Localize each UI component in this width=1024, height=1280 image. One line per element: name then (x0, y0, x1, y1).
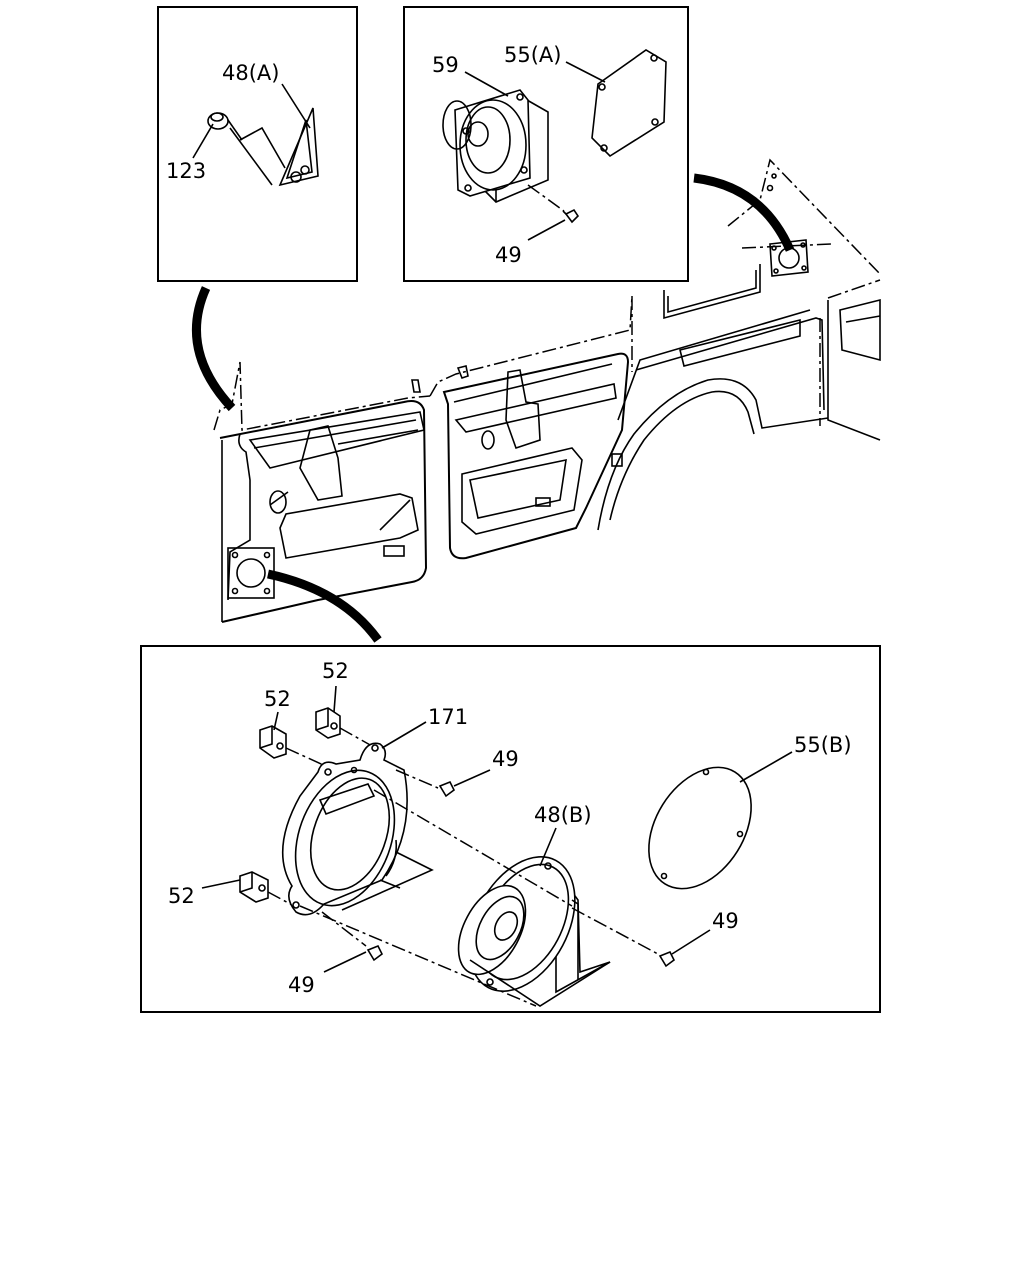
speaker-bracket-171 (281, 742, 434, 916)
screw-49-top (527, 184, 580, 224)
detail-box-tweeter: 48(A) 123 (157, 6, 358, 282)
clip-52-left (259, 725, 331, 769)
connector-arcs (191, 173, 795, 643)
tweeter-bracket (278, 107, 319, 187)
rear-grille-55a (591, 49, 667, 158)
callout-55a: 55(A) (504, 43, 561, 67)
tweeter-unit (207, 112, 243, 141)
screw-49-bracket-upper (395, 769, 456, 798)
clip-52-lower (239, 871, 295, 907)
rear-speaker-unit (442, 89, 549, 203)
front-door-trim (213, 361, 431, 623)
callout-48a: 48(A) (222, 61, 279, 85)
leader-123 (192, 123, 214, 159)
callout-55b: 55(B) (794, 733, 852, 757)
callout-52-upper: 52 (322, 659, 349, 683)
rear-door-trim (429, 295, 633, 560)
door-speaker-48b (457, 856, 611, 1007)
callout-123: 123 (166, 159, 206, 183)
door-grille-55b (648, 766, 752, 890)
callout-49-top: 49 (495, 243, 522, 267)
clip-52-upper (315, 707, 373, 747)
callout-171: 171 (428, 705, 468, 729)
callout-49-bracket-lower: 49 (288, 973, 315, 997)
detail-box-door-speaker: 52 52 52 171 49 48(B) 55(B) 49 49 (140, 645, 881, 1013)
callout-59: 59 (432, 53, 459, 77)
body-side-wheel-arch (597, 158, 881, 531)
callout-48b: 48(B) (534, 803, 592, 827)
detail-box-rear-speaker: 59 55(A) 49 (403, 6, 689, 282)
screw-49-speaker (571, 907, 676, 968)
callout-52-left: 52 (264, 687, 291, 711)
leader-48a (281, 83, 311, 129)
callout-49-bracket-upper: 49 (492, 747, 519, 771)
vehicle-interior-view (213, 158, 881, 623)
callout-52-lower: 52 (168, 884, 195, 908)
callout-49-speaker: 49 (712, 909, 739, 933)
